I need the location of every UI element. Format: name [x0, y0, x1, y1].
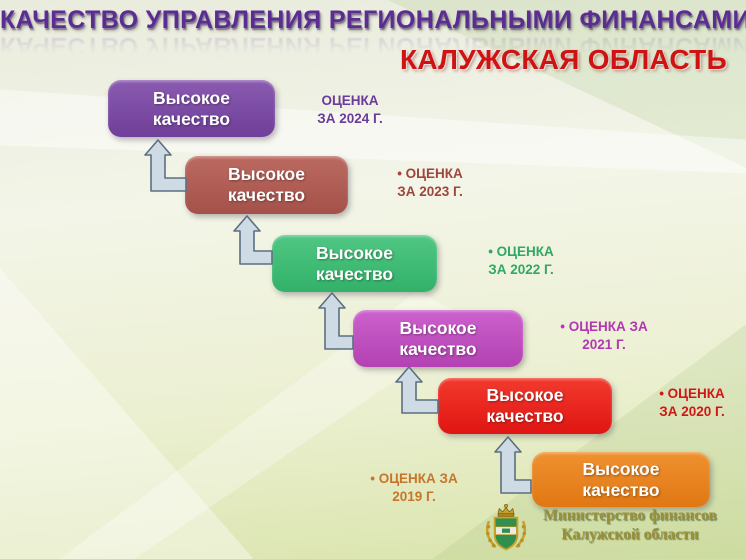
ministry-name-line1: Министерство финансов [543, 507, 717, 524]
year-label-2019: • ОЦЕНКА ЗА 2019 Г. [358, 470, 470, 505]
quality-box-2023: Высокое качество [185, 156, 348, 214]
year-label-line2: ЗА 2024 Г. [317, 110, 383, 126]
quality-box-label: Высокое качество [227, 164, 306, 205]
bent-up-arrow-icon [395, 366, 439, 414]
bent-up-arrow-icon [144, 139, 187, 192]
quality-box-2022: Высокое качество [272, 235, 437, 292]
year-label-line1: • ОЦЕНКА [397, 166, 463, 181]
ministry-name-line2: Калужской области [561, 525, 699, 543]
page-title: КАЧЕСТВО УПРАВЛЕНИЯ РЕГИОНАЛЬНЫМИ ФИНАНС… [0, 6, 746, 34]
quality-box-2021: Высокое качество [353, 310, 523, 367]
bent-up-arrow-icon [318, 292, 354, 350]
year-label-line1: ОЦЕНКА [321, 93, 379, 108]
quality-box-label: Высокое качество [152, 87, 231, 129]
year-label-line1: • ОЦЕНКА ЗА [370, 471, 458, 486]
year-label-line2: 2021 Г. [582, 336, 626, 352]
year-label-line2: 2019 Г. [392, 488, 436, 504]
quality-box-label: Высокое качество [315, 242, 394, 284]
region-subtitle: КАЛУЖСКАЯ ОБЛАСТЬ [400, 44, 727, 75]
year-label-2024: ОЦЕНКА ЗА 2024 Г. [300, 92, 400, 127]
year-label-line2: ЗА 2020 Г. [659, 403, 725, 419]
bent-up-arrow-icon [494, 436, 532, 494]
year-label-2020: • ОЦЕНКА ЗА 2020 Г. [638, 385, 746, 420]
bent-up-arrow-icon [233, 215, 273, 265]
quality-box-label: Высокое качество [399, 317, 477, 359]
year-label-2023: • ОЦЕНКА ЗА 2023 Г. [375, 165, 485, 200]
year-label-line2: ЗА 2023 Г. [397, 183, 463, 199]
year-label-line1: • ОЦЕНКА ЗА [560, 319, 648, 334]
quality-box-2019: Высокое качество [532, 452, 710, 507]
year-label-2022: • ОЦЕНКА ЗА 2022 Г. [462, 243, 580, 278]
ministry-name: Министерство финансов Калужской области [536, 507, 724, 545]
year-label-2021: • ОЦЕНКА ЗА 2021 Г. [538, 318, 670, 353]
year-label-line1: • ОЦЕНКА [659, 386, 725, 401]
quality-box-2020: Высокое качество [438, 378, 612, 434]
quality-box-label: Высокое качество [486, 385, 564, 426]
quality-box-label: Высокое качество [582, 458, 660, 500]
year-label-line2: ЗА 2022 Г. [488, 261, 554, 277]
quality-box-2024: Высокое качество [108, 80, 275, 137]
kaluga-coat-of-arms-icon [486, 504, 526, 551]
year-label-line1: • ОЦЕНКА [488, 244, 554, 259]
